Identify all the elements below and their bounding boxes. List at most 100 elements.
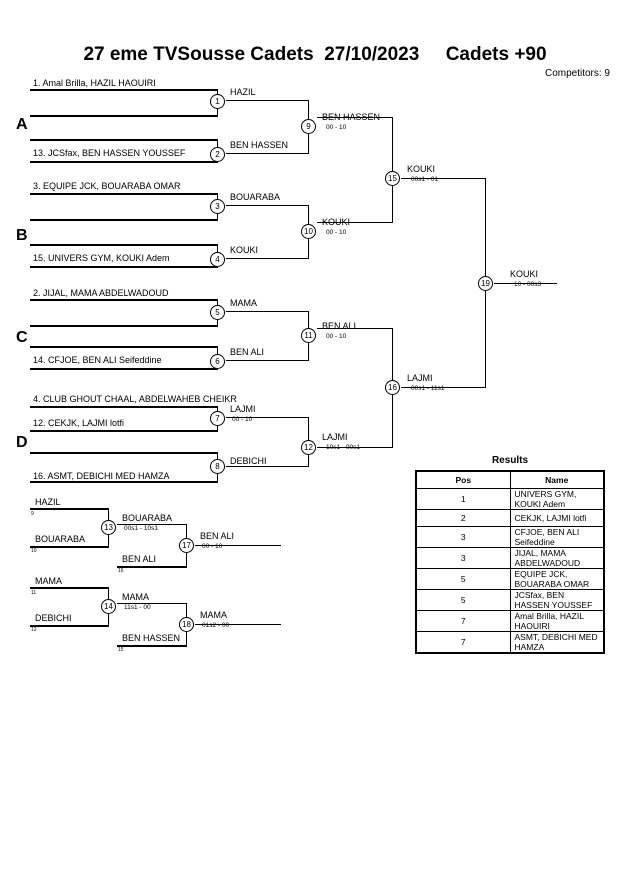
- bracket-line: [30, 193, 218, 195]
- match-winner: BOUARABA: [122, 513, 173, 523]
- result-name: EQUIPE JCK, BOUARABA OMAR: [509, 568, 605, 590]
- bracket-line: [30, 266, 218, 268]
- match-number: 11: [301, 328, 316, 343]
- match-number: 1: [210, 94, 225, 109]
- match-score: 00 - 10: [326, 229, 347, 236]
- repechage-source: 9: [31, 511, 34, 517]
- match-number: 14: [101, 599, 116, 614]
- bracket-line: [226, 205, 309, 206]
- result-position: 7: [415, 610, 511, 632]
- match-winner: HAZIL: [230, 87, 256, 97]
- bracket-line: [30, 481, 218, 483]
- match-number: 17: [179, 538, 194, 553]
- match-winner: BEN ALI: [322, 321, 357, 331]
- bracket-line: [30, 299, 218, 301]
- result-name: Amal Brilla, HAZIL HAOUIRI: [509, 610, 605, 632]
- result-position: 7: [415, 631, 511, 654]
- entry-label: 16. ASMT, DEBICHI MED HAMZA: [33, 471, 170, 481]
- match-winner: DEBICHI: [230, 456, 267, 466]
- bracket-line: [30, 368, 218, 370]
- repechage-competitor: HAZIL: [35, 497, 61, 507]
- bracket-line: [30, 89, 218, 91]
- result-name: CFJOE, BEN ALI Seifeddine: [509, 526, 605, 548]
- bracket-line: [30, 325, 218, 327]
- bracket-line: [30, 219, 218, 221]
- bracket-line: [30, 430, 218, 432]
- match-score: 11s1 - 00: [124, 604, 151, 611]
- repechage-source: 12: [31, 627, 37, 633]
- match-winner: KOUKI: [407, 164, 436, 174]
- bracket-line: [117, 524, 187, 525]
- match-winner: MAMA: [122, 592, 149, 602]
- bracket-line: [226, 153, 309, 154]
- match-number: 13: [101, 520, 116, 535]
- result-position: 3: [415, 547, 511, 569]
- results-col-name: Name: [509, 470, 605, 489]
- bracket-line: [226, 417, 309, 418]
- match-winner: LAJMI: [407, 373, 433, 383]
- match-number: 4: [210, 252, 225, 267]
- match-number: 16: [385, 380, 400, 395]
- match-number: 7: [210, 411, 225, 426]
- bracket-line: [30, 161, 218, 163]
- bracket-line: [30, 115, 218, 117]
- bracket-line: [30, 139, 218, 141]
- results-title: Results: [491, 455, 529, 466]
- bracket-line: [30, 452, 218, 454]
- entry-label: 3. EQUIPE JCK, BOUARABA OMAR: [33, 181, 181, 191]
- bracket-line: [195, 624, 281, 625]
- match-number: 19: [478, 276, 493, 291]
- bracket-line: [226, 360, 309, 361]
- bracket-line: [226, 311, 309, 312]
- repechage-competitor: MAMA: [35, 576, 62, 586]
- bracket-line: [226, 258, 309, 259]
- result-position: 3: [415, 526, 511, 548]
- entry-label: 4. CLUB GHOUT CHAAL, ABDELWAHEB CHEIKR: [33, 394, 237, 404]
- match-score: 00 - 10: [326, 124, 347, 131]
- match-score: 00 - 10: [232, 416, 253, 423]
- match-winner: BOUARABA: [230, 192, 281, 202]
- result-position: 5: [415, 589, 511, 611]
- repechage-bracket: HAZIL 9 BOUARABA 10 13 BOUARABA 00s1 - 1…: [0, 0, 320, 680]
- match-winner: KOUKI: [230, 245, 259, 255]
- bracket-line: [30, 587, 109, 589]
- entry-label: 12. CEKJK, LAJMI lotfi: [33, 418, 125, 428]
- repechage-competitor: BEN ALI: [122, 554, 157, 564]
- bracket-line: [117, 603, 187, 604]
- match-number: 9: [301, 119, 316, 134]
- results-header-row: Pos Name: [415, 470, 605, 489]
- result-name: JCSfax, BEN HASSEN YOUSSEF: [509, 589, 605, 611]
- match-number: 6: [210, 354, 225, 369]
- match-score: 00 - 10: [202, 543, 223, 550]
- page-title: 27 eme TVSousse Cadets 27/10/2023 Cadets…: [83, 44, 547, 65]
- match-number: 12: [301, 440, 316, 455]
- match-winner: BEN ALI: [200, 531, 235, 541]
- entry-label: 14. CFJOE, BEN ALI Seifeddine: [33, 355, 162, 365]
- bracket-line: [494, 283, 557, 284]
- bracket-line: [30, 406, 218, 408]
- bracket-line: [226, 466, 309, 467]
- bracket-line: [30, 346, 218, 348]
- match-score: 00s1 - 11s1: [411, 385, 445, 392]
- match-score: 10s1 - 00s1: [326, 444, 360, 452]
- match-number: 10: [301, 224, 316, 239]
- match-number: 5: [210, 305, 225, 320]
- match-score: 00 - 10: [326, 333, 347, 340]
- match-number: 2: [210, 147, 225, 162]
- match-winner: KOUKI: [510, 269, 539, 279]
- pool-letter-b: B: [16, 227, 28, 244]
- repechage-source: 16: [118, 568, 124, 574]
- entry-label: 13. JCSfax, BEN HASSEN YOUSSEF: [33, 148, 186, 158]
- repechage-source: 10: [31, 548, 37, 554]
- bracket-line: [317, 117, 393, 118]
- bracket-line: [401, 178, 486, 179]
- result-name: CEKJK, LAJMI lotfi: [509, 509, 605, 527]
- result-position: 5: [415, 568, 511, 590]
